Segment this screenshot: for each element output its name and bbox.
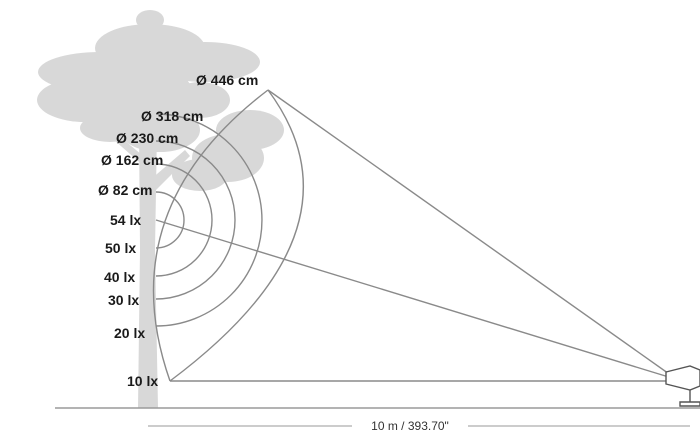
lux-label-50: 50 lx (105, 240, 136, 256)
projector-icon (665, 365, 700, 407)
diameter-label-318: Ø 318 cm (141, 108, 203, 124)
arc-left-boundary (152, 89, 269, 382)
beam-upper-edge (267, 89, 673, 377)
lux-label-10: 10 lx (127, 373, 158, 389)
arc-162cm (155, 163, 213, 277)
distance-label: 10 m / 393.70" (371, 419, 449, 433)
distance-dimension: 10 m / 393.70" (148, 419, 690, 433)
illuminance-labels: 54 lx 50 lx 40 lx 30 lx 20 lx 10 lx (104, 212, 158, 389)
lux-label-30: 30 lx (108, 292, 139, 308)
illuminance-arcs (152, 89, 305, 382)
diameter-label-446: Ø 446 cm (196, 72, 258, 88)
arc-446cm (169, 89, 305, 382)
lux-label-40: 40 lx (104, 269, 135, 285)
lux-label-54: 54 lx (110, 212, 141, 228)
lux-label-20: 20 lx (114, 325, 145, 341)
diameter-label-82: Ø 82 cm (98, 182, 152, 198)
arc-230cm (155, 140, 236, 300)
arc-318cm (155, 113, 263, 327)
beam-axis (155, 219, 673, 379)
diameter-label-230: Ø 230 cm (116, 130, 178, 146)
arc-82cm (155, 191, 185, 249)
diameter-label-162: Ø 162 cm (101, 152, 163, 168)
diameter-labels: Ø 446 cm Ø 318 cm Ø 230 cm Ø 162 cm Ø 82… (98, 72, 258, 198)
beam-cone (155, 89, 673, 382)
